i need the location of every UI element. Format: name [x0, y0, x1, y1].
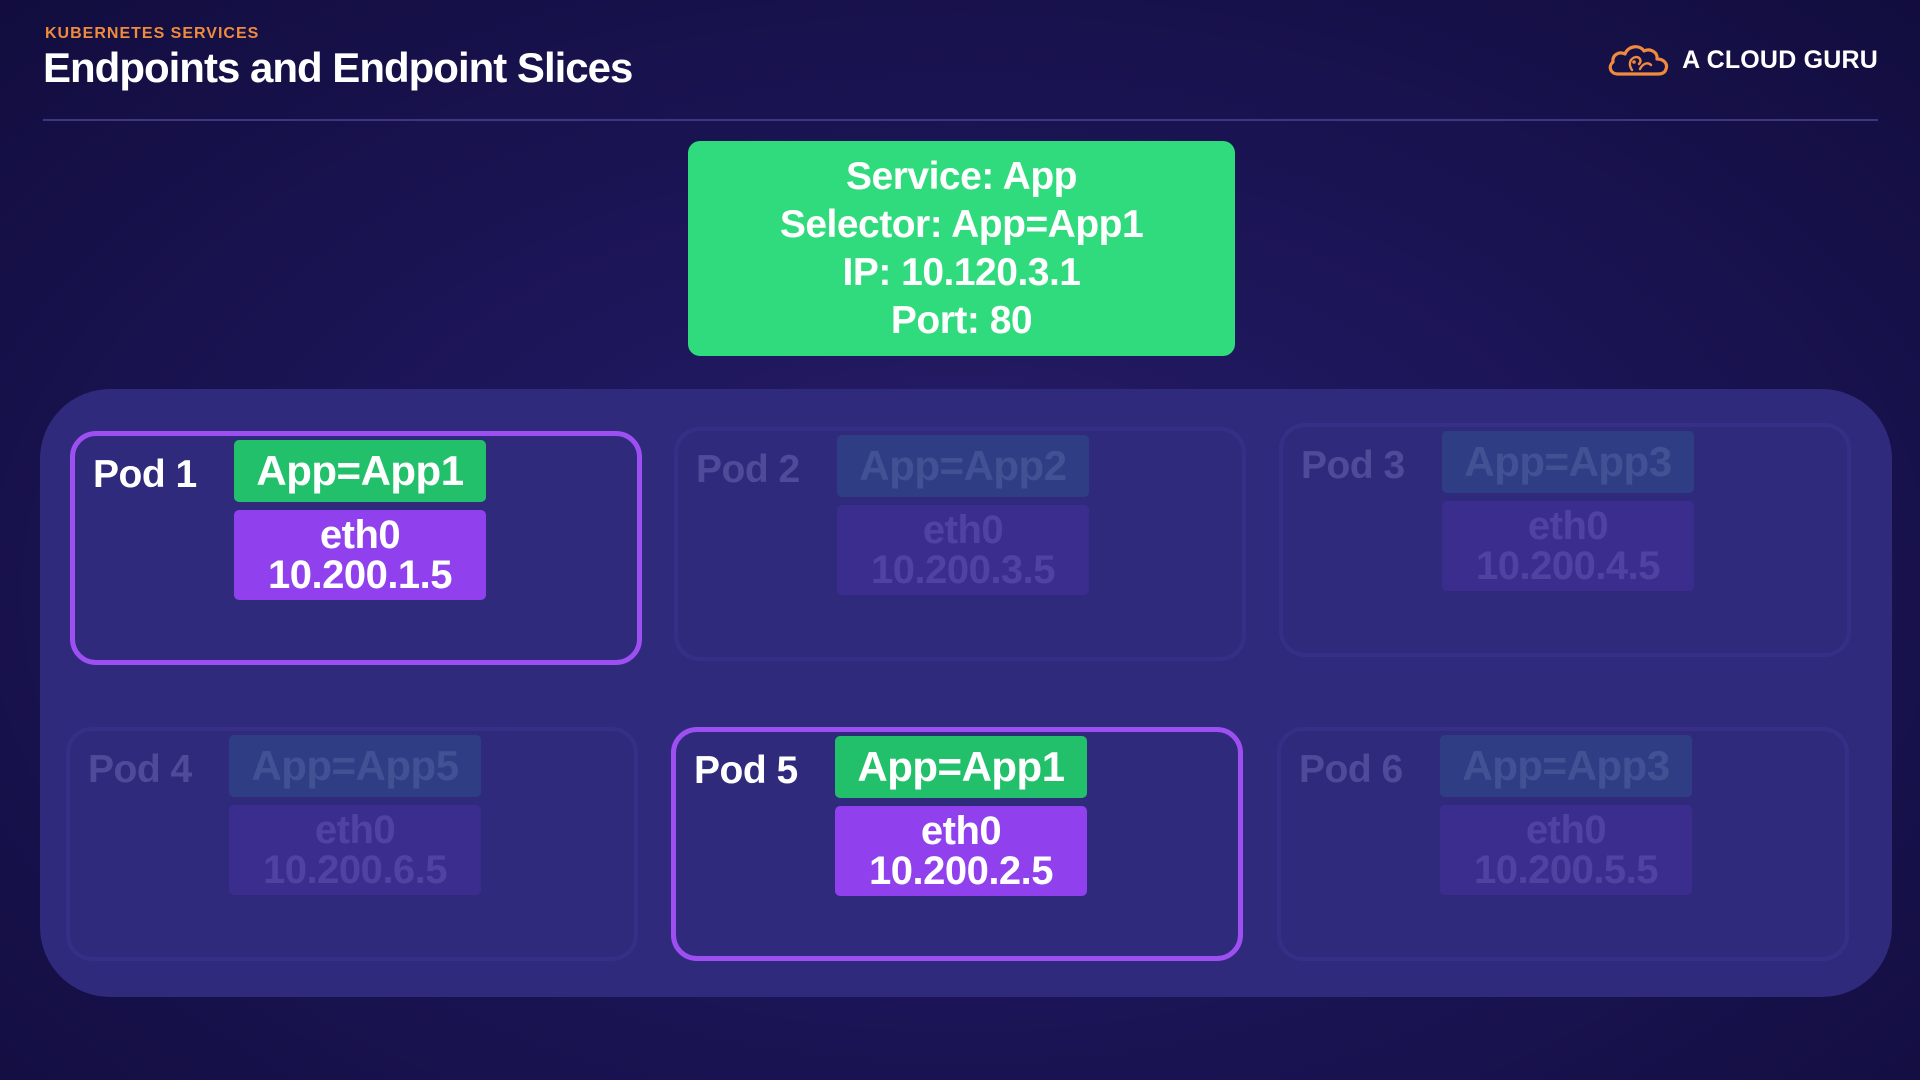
service-port: Port: 80 [890, 298, 1033, 342]
pod-label-tag: App=App1 [835, 736, 1087, 798]
brand-logo: A CLOUD GURU [1606, 40, 1878, 80]
pod-name: Pod 3 [1301, 444, 1405, 487]
interface-name: eth0 [922, 508, 1004, 552]
interface-name: eth0 [319, 513, 401, 557]
pod-4: Pod 4 App=App5 eth0 10.200.6.5 [66, 727, 638, 961]
pod-5: Pod 5 App=App1 eth0 10.200.2.5 [671, 727, 1243, 961]
service-name: Service: App [846, 154, 1077, 198]
service-selector: Selector: App=App1 [779, 202, 1144, 246]
service-ip: IP: 10.120.3.1 [842, 250, 1081, 294]
pod-name: Pod 5 [694, 749, 798, 792]
pod-label-tag: App=App5 [229, 735, 481, 797]
pod-1: Pod 1 App=App1 eth0 10.200.1.5 [70, 431, 642, 665]
pod-label-tag: App=App2 [837, 435, 1089, 497]
interface-ip: 10.200.2.5 [868, 849, 1054, 893]
pod-6: Pod 6 App=App3 eth0 10.200.5.5 [1277, 727, 1849, 961]
interface-name: eth0 [1527, 504, 1609, 548]
interface-name: eth0 [1525, 808, 1607, 852]
pod-name: Pod 6 [1299, 748, 1403, 791]
section-eyebrow: KUBERNETES SERVICES [45, 25, 260, 42]
interface-ip: 10.200.1.5 [267, 553, 453, 597]
pod-name: Pod 4 [88, 748, 192, 791]
pod-interface: eth0 10.200.4.5 [1442, 501, 1694, 591]
pod-interface: eth0 10.200.5.5 [1440, 805, 1692, 895]
pod-label-tag: App=App1 [234, 440, 486, 502]
pod-label-tag: App=App3 [1440, 735, 1692, 797]
interface-ip: 10.200.5.5 [1473, 848, 1659, 892]
pod-interface: eth0 10.200.1.5 [234, 510, 486, 600]
slide-title: Endpoints and Endpoint Slices [43, 44, 633, 91]
service-box: Service: App Selector: App=App1 IP: 10.1… [688, 141, 1235, 356]
pod-name: Pod 1 [93, 453, 197, 496]
pod-interface: eth0 10.200.2.5 [835, 806, 1087, 896]
pod-3: Pod 3 App=App3 eth0 10.200.4.5 [1279, 423, 1851, 657]
interface-ip: 10.200.4.5 [1475, 544, 1661, 588]
interface-ip: 10.200.6.5 [262, 848, 448, 892]
pod-name: Pod 2 [696, 448, 800, 491]
pod-interface: eth0 10.200.3.5 [837, 505, 1089, 595]
interface-name: eth0 [314, 808, 396, 852]
cloud-icon [1608, 45, 1669, 76]
pod-interface: eth0 10.200.6.5 [229, 805, 481, 895]
pod-2: Pod 2 App=App2 eth0 10.200.3.5 [674, 427, 1246, 661]
pod-label-tag: App=App3 [1442, 431, 1694, 493]
interface-ip: 10.200.3.5 [870, 548, 1056, 592]
header-divider [43, 119, 1878, 121]
brand-name: A CLOUD GURU [1682, 45, 1878, 74]
interface-name: eth0 [920, 809, 1002, 853]
